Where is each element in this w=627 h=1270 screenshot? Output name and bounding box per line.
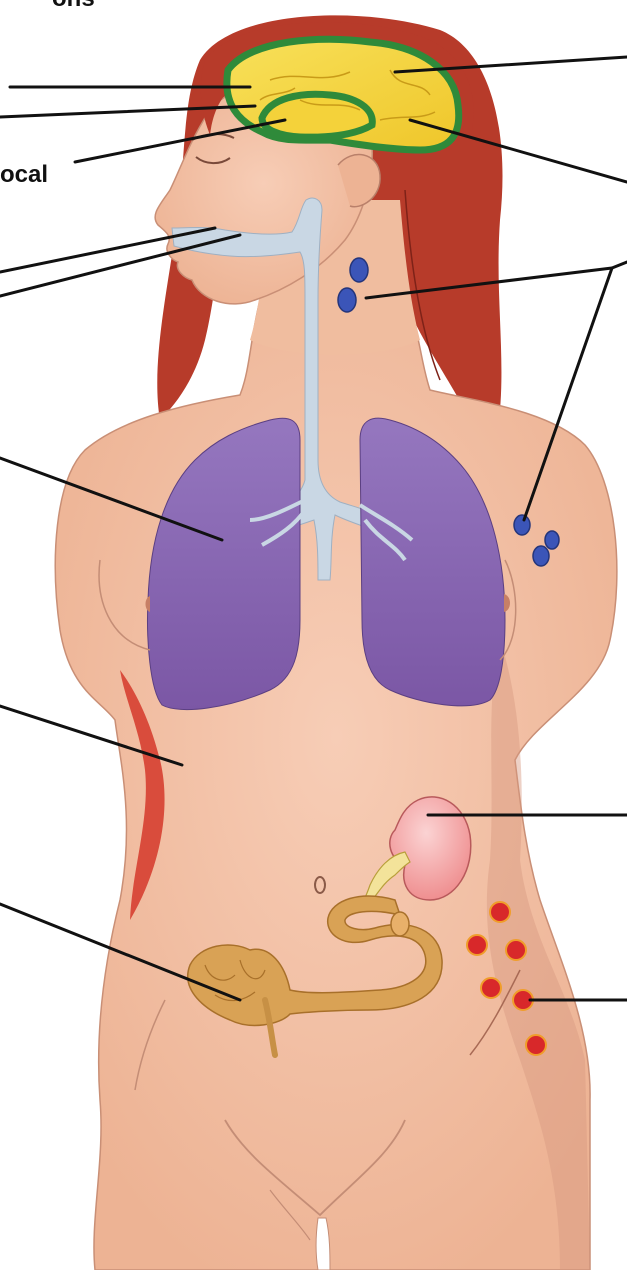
neck-lymph-node [338,288,356,312]
left-label-fragment: ocal [0,161,48,188]
neck-lymph-node [350,258,368,282]
axillary-lymph-node [545,531,559,549]
skin-lesion [467,935,487,955]
skin-lesion [506,940,526,960]
inner-thigh-gap [316,1218,330,1270]
skin-lesion [490,902,510,922]
axillary-lymph-node [533,546,549,566]
leader-line-lymph-tail [612,262,627,268]
skin-lesion [481,978,501,998]
header-title-fragment: ons [52,0,95,12]
axillary-lymph-node [514,515,530,535]
brain-icon [227,39,459,150]
body-silhouette [55,300,617,1270]
skin-lesion [526,1035,546,1055]
